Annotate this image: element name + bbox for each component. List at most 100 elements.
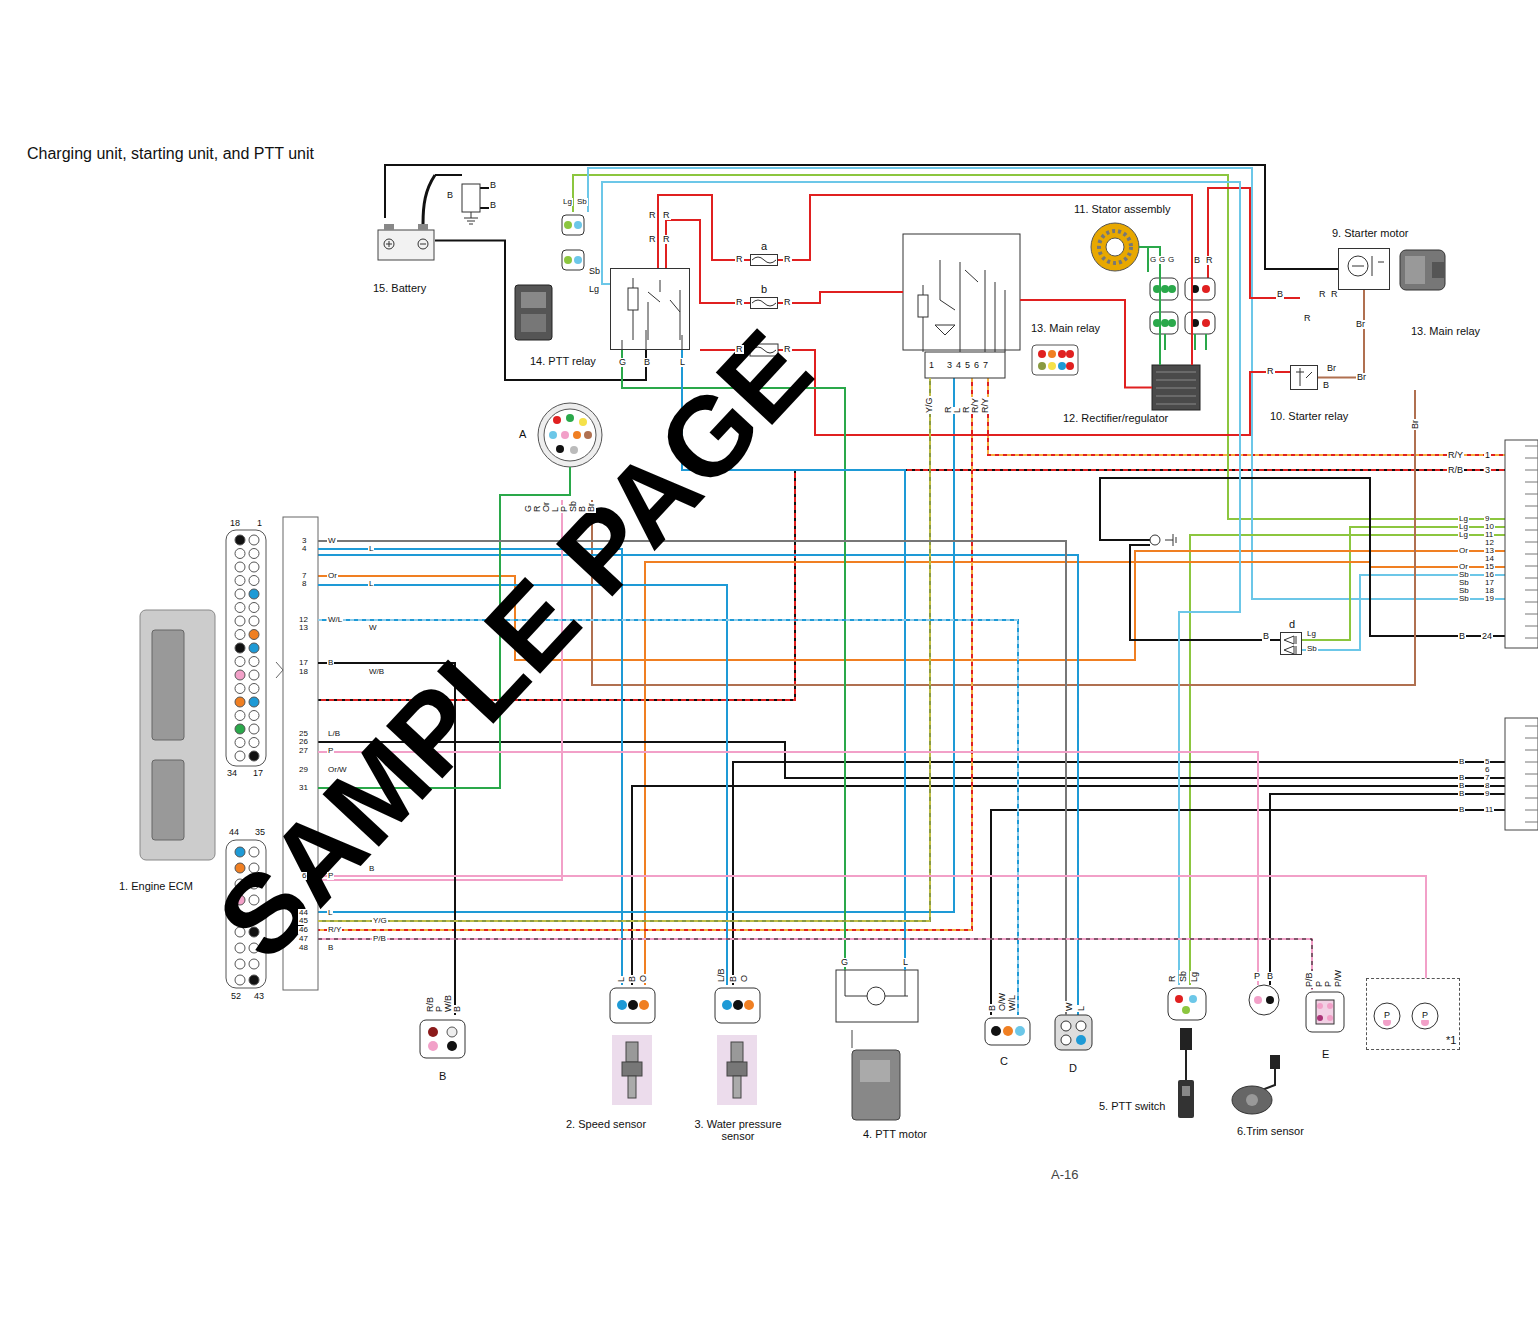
wire-label: B <box>368 865 375 873</box>
battery-icon <box>418 239 428 249</box>
wire <box>1318 290 1364 378</box>
ptt-relay: 14. PTT relay <box>610 268 690 350</box>
ptt-motor-picture <box>836 970 918 1120</box>
wire-label: G <box>618 358 627 367</box>
battery-icon <box>384 224 394 230</box>
ecm-connector-face <box>226 530 266 766</box>
wire-label: 44 <box>298 909 309 917</box>
ecm-connector-face <box>249 724 259 734</box>
wire-label: 6 <box>301 872 307 880</box>
wire-label: 16 <box>1484 571 1495 579</box>
wire <box>1208 188 1300 298</box>
gauge-connector-icon <box>1412 1003 1438 1029</box>
component-label: B <box>438 1070 447 1082</box>
relay-connector-icon <box>1048 350 1056 358</box>
ecm-connector-face <box>249 589 259 599</box>
wire-label: L/B <box>717 967 726 983</box>
wire-label: Or <box>542 501 551 513</box>
ground-junction <box>1150 535 1160 545</box>
rectifier-picture <box>1156 372 1196 404</box>
wire-label: G <box>524 504 533 513</box>
ecm-connector-face <box>235 535 245 545</box>
connector-c-icon <box>985 1018 1030 1045</box>
connector-icon <box>562 250 584 270</box>
wire-label: B <box>1262 632 1270 641</box>
connector-a: A <box>538 403 602 467</box>
relay-connector-icon <box>1058 350 1066 358</box>
ecm-connector-face <box>235 711 245 721</box>
connector-icon <box>562 215 584 270</box>
ecm-connector-face <box>235 616 245 626</box>
wire-label: 7 <box>982 361 989 370</box>
wire-label: B <box>1322 381 1330 390</box>
wire-label: B <box>1458 774 1465 782</box>
ecm-connector-face <box>249 630 259 640</box>
component-label: 15. Battery <box>372 282 427 294</box>
wire-label: 1 <box>256 519 263 528</box>
wire <box>1270 794 1505 985</box>
main-relay-symbol <box>903 234 1020 378</box>
ecm-connector-face <box>235 751 245 761</box>
wire-label: 24 <box>1481 632 1493 641</box>
connector-a-icon <box>553 416 561 424</box>
component-label: 1. Engine ECM <box>118 880 194 892</box>
wire-label: 3 <box>1484 466 1491 475</box>
wire-label: A-16 <box>1050 1168 1079 1181</box>
connector-a-icon <box>538 403 602 467</box>
connector-a-icon <box>570 446 578 454</box>
wire <box>1190 535 1505 985</box>
speed-sensor-picture <box>610 988 655 1023</box>
ptt-switch-picture <box>1178 1080 1194 1118</box>
rectifier-picture <box>1152 365 1200 410</box>
ecm-connector-face <box>235 670 245 680</box>
wire-label: R/Y <box>327 926 342 934</box>
wire-label: Lg <box>1458 515 1469 523</box>
wire-label: 6 <box>1484 766 1490 774</box>
starter-motor-symbol <box>1352 256 1384 276</box>
gauge-connector-icon <box>1374 1003 1400 1029</box>
diagram-title: Charging unit, starting unit, and PTT un… <box>27 145 314 163</box>
stator-picture <box>1106 238 1124 256</box>
stator-picture <box>1091 223 1148 272</box>
wire-label: W <box>327 537 337 545</box>
connector-a-icon <box>573 431 581 439</box>
battery-icon <box>378 175 435 260</box>
wire-label: B <box>1276 290 1284 299</box>
connector-icon <box>562 215 584 235</box>
fuse-symbol <box>752 300 776 306</box>
wire-label: R <box>1168 975 1177 984</box>
wire-label: 44 <box>228 828 240 837</box>
stator-assembly: 11. Stator assembly <box>1090 222 1140 272</box>
connector-a-icon <box>538 403 602 467</box>
stator-picture <box>1099 231 1131 263</box>
wire-label: W/L <box>327 616 343 624</box>
wire-label: R/Y <box>971 397 980 414</box>
ecm-connector-face <box>235 562 245 572</box>
starter-relay-symbol <box>1296 368 1312 386</box>
wire-label: B <box>1458 632 1466 641</box>
trim-sensor-picture <box>1266 996 1274 1004</box>
connector-b: B <box>420 1015 465 1058</box>
wire-label: R <box>1303 314 1312 323</box>
stator-connector <box>1168 319 1176 327</box>
wire-label: B <box>729 975 738 983</box>
component-label: 11. Stator assembly <box>1073 203 1171 215</box>
ptt-switch-picture <box>1168 988 1206 1118</box>
connector-c-icon <box>991 1026 1001 1036</box>
wire-label: B <box>489 181 497 190</box>
ecm-connector-face <box>249 684 259 694</box>
ecm-connector-face <box>249 697 259 707</box>
connector-b-icon <box>447 1027 457 1037</box>
wire-label: 4 <box>301 545 307 553</box>
ecm-pin-strip <box>276 662 283 678</box>
stator-connector <box>1165 334 1206 350</box>
wire-label: B <box>1193 256 1201 265</box>
wire-label: 18 <box>1484 587 1495 595</box>
wire-label: P <box>327 747 334 755</box>
connector-b-icon <box>428 1027 438 1037</box>
wire-label: B <box>489 201 497 210</box>
ptt-motor-picture <box>867 987 885 1005</box>
wire-label: 11 <box>1484 531 1494 539</box>
ecm-connector-face <box>249 616 259 626</box>
